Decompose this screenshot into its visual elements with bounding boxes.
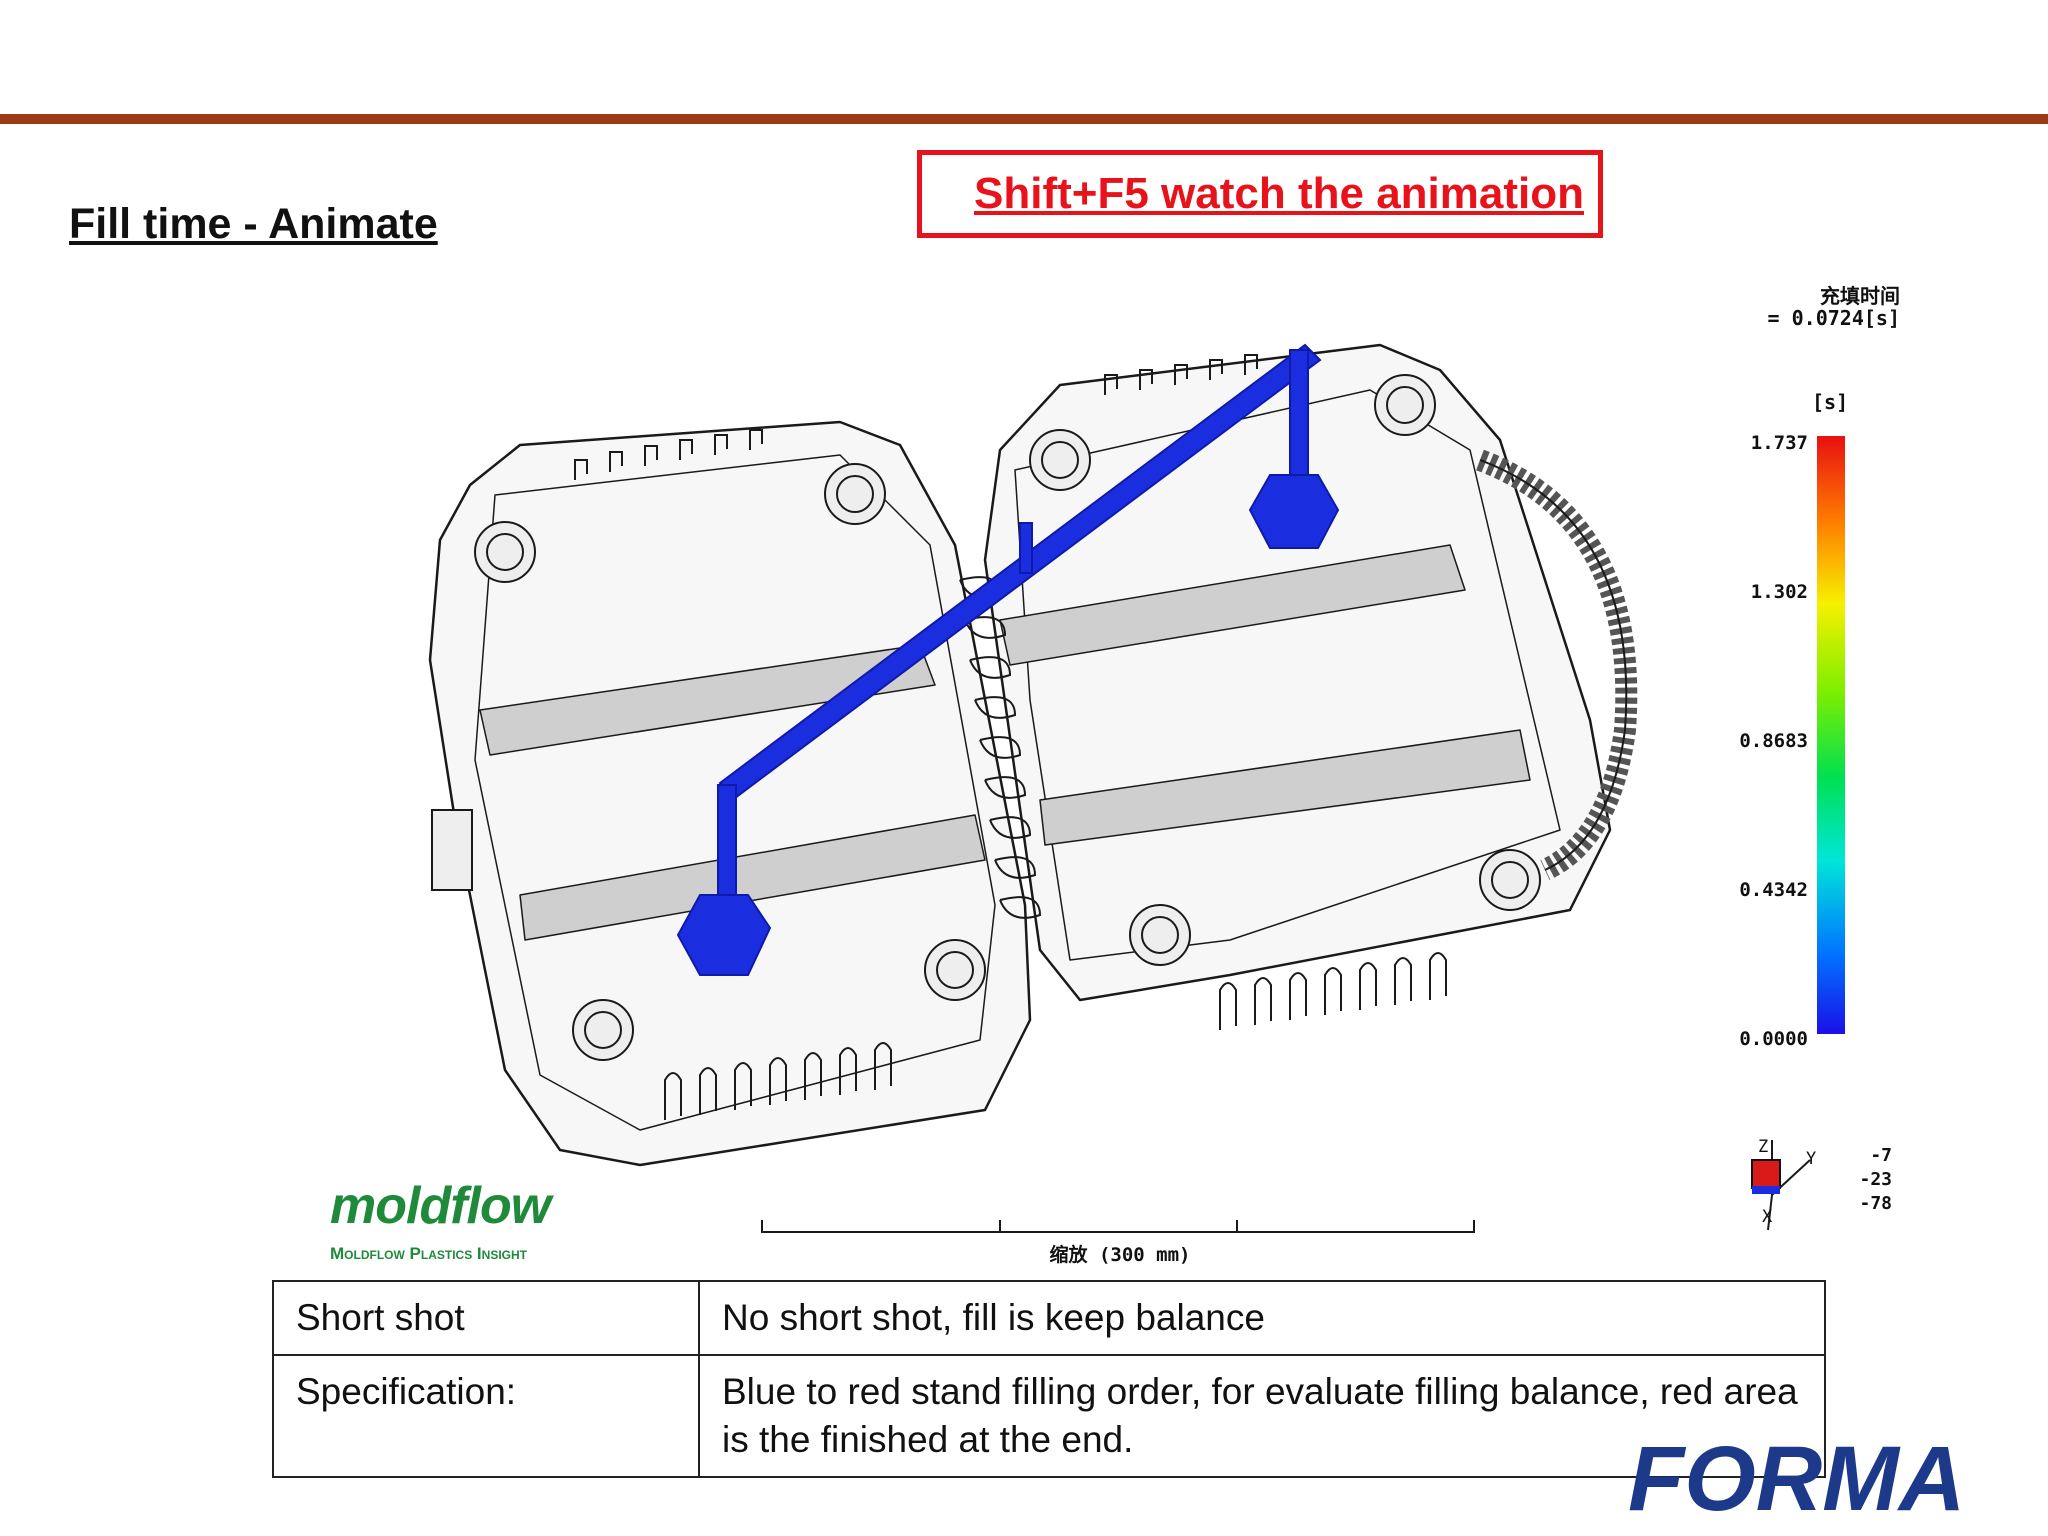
table-cell-value: Blue to red stand filling order, for eva… <box>698 1354 1826 1478</box>
header-rule <box>0 114 2048 124</box>
result-summary-table: Short shot No short shot, fill is keep b… <box>272 1280 1826 1478</box>
legend-tick: 0.0000 <box>1739 1028 1808 1050</box>
legend-unit: [s] <box>1812 390 1849 414</box>
axis-y-label: Y <box>1806 1149 1816 1169</box>
forma-logo-text: FORMA <box>1628 1428 1965 1520</box>
legend-tick: 0.4342 <box>1739 879 1808 901</box>
scale-label: 缩放 (300 mm) <box>1049 1244 1191 1266</box>
table-cell-key: Short shot <box>272 1280 700 1356</box>
right-cover-outline <box>983 343 1612 1002</box>
result-value: = 0.0724[s] <box>1767 306 1900 330</box>
table-row: Specification: Blue to red stand filling… <box>272 1354 1826 1478</box>
orientation-value: -23 <box>1859 1169 1892 1190</box>
orientation-value: -78 <box>1859 1193 1892 1214</box>
runner-system <box>676 343 1340 976</box>
legend-tick: 1.302 <box>1750 581 1808 603</box>
callout-text: Shift+F5 watch the animation <box>974 169 1584 218</box>
slide-title: Fill time - Animate <box>69 200 438 248</box>
table-cell-key: Specification: <box>272 1354 700 1478</box>
legend-tick: 1.737 <box>1750 432 1808 454</box>
animation-callout[interactable]: Shift+F5 watch the animation <box>917 150 1603 238</box>
color-legend-bar <box>1817 436 1845 1034</box>
legend-tick: 0.8683 <box>1739 730 1808 752</box>
forma-logo: FORMA <box>1628 1428 1965 1520</box>
orientation-value: -7 <box>1870 1145 1892 1166</box>
moldflow-subtitle: Moldflow Plastics Insight <box>330 1244 527 1263</box>
table-row: Short shot No short shot, fill is keep b… <box>272 1280 1826 1356</box>
axis-x-label: X <box>1762 1207 1773 1227</box>
orientation-values: -7 -23 -78 <box>1840 1144 1892 1216</box>
table-cell-value: No short shot, fill is keep balance <box>698 1280 1826 1356</box>
result-title: 充填时间 <box>1820 284 1900 308</box>
moldflow-logo: moldflow <box>330 1177 551 1235</box>
axis-z-label: Z <box>1758 1137 1768 1157</box>
